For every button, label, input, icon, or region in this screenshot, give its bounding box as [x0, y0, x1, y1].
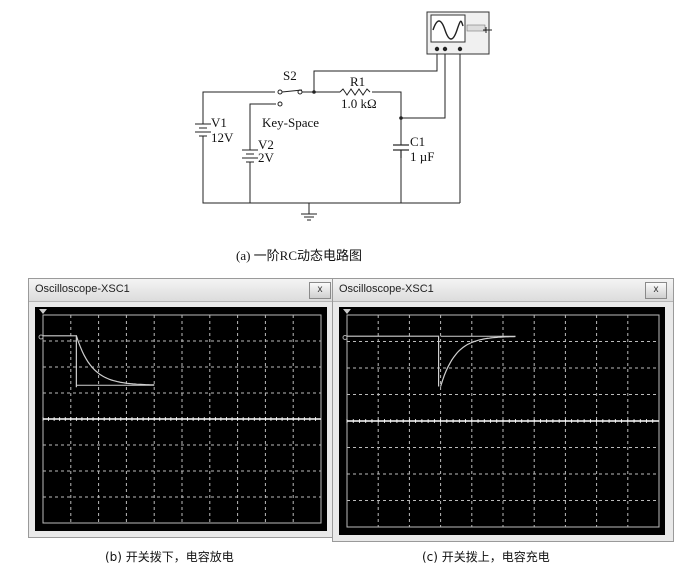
- channel-marker: [38, 334, 44, 340]
- wire-probe-b: [401, 52, 446, 119]
- v1-value: 12V: [211, 130, 234, 145]
- oscilloscope-icon: [426, 11, 492, 55]
- wire-r1-right: [372, 91, 402, 145]
- scope-title: Oscilloscope-XSC1: [339, 283, 434, 295]
- wire-v1-bottom: [202, 150, 460, 204]
- wire-probe-a: [313, 52, 438, 92]
- switch-label: S2: [283, 68, 297, 83]
- v2-value: 2V: [258, 150, 275, 165]
- scope-titlebar[interactable]: Oscilloscope-XSC1 x: [333, 279, 673, 302]
- scope-display: [38, 309, 322, 524]
- caption-a: (a) 一阶RC动态电路图: [236, 248, 363, 263]
- trace-discharge-curve: [75, 335, 155, 386]
- trigger-marker: [39, 309, 47, 314]
- rc-circuit-diagram: S2 R1 1.0 kΩ Key-Space V1 12V V2 2V C1 1…: [195, 11, 492, 221]
- oscilloscope-window-charge: Oscilloscope-XSC1 x: [332, 278, 674, 542]
- battery-v2-symbol: [242, 140, 258, 170]
- wire-v1-top: [202, 91, 275, 108]
- trace-charge-curve: [440, 335, 516, 387]
- resistor-value: 1.0 kΩ: [341, 96, 377, 111]
- channel-marker: [342, 335, 348, 340]
- close-button[interactable]: x: [645, 282, 667, 299]
- key-label: Key-Space: [262, 115, 319, 130]
- switch-contact-top: [277, 89, 283, 95]
- junction-dot-cap: [399, 116, 403, 120]
- oscilloscope-window-discharge: Oscilloscope-XSC1 x: [28, 278, 336, 538]
- v2-label: V2: [258, 137, 274, 152]
- trace-step: [347, 335, 440, 387]
- junction-dot: [312, 90, 316, 94]
- caption-c: (c) 开关拨上，电容充电: [422, 550, 550, 564]
- switch-contact-pivot: [297, 89, 303, 95]
- wire-v2: [249, 103, 276, 140]
- caption-b: (b) 开关拨下，电容放电: [105, 550, 234, 564]
- trigger-marker: [343, 309, 351, 314]
- resistor-r1-symbol: [339, 88, 371, 96]
- capacitor-c1-symbol: [393, 144, 409, 158]
- scope-screen: [35, 307, 327, 531]
- switch-contact-bottom: [277, 101, 283, 107]
- trace-step: [43, 335, 77, 388]
- resistor-label: R1: [350, 74, 365, 89]
- capacitor-label: C1: [410, 134, 425, 149]
- v1-label: V1: [211, 115, 227, 130]
- scope-title: Oscilloscope-XSC1: [35, 283, 130, 295]
- capacitor-value: 1 µF: [410, 149, 434, 164]
- scope-screen: [339, 307, 665, 535]
- ground-symbol: [301, 213, 317, 221]
- battery-v1-symbol: [195, 108, 211, 150]
- scope-display: [342, 309, 660, 528]
- scope-titlebar[interactable]: Oscilloscope-XSC1 x: [29, 279, 335, 302]
- close-button[interactable]: x: [309, 282, 331, 299]
